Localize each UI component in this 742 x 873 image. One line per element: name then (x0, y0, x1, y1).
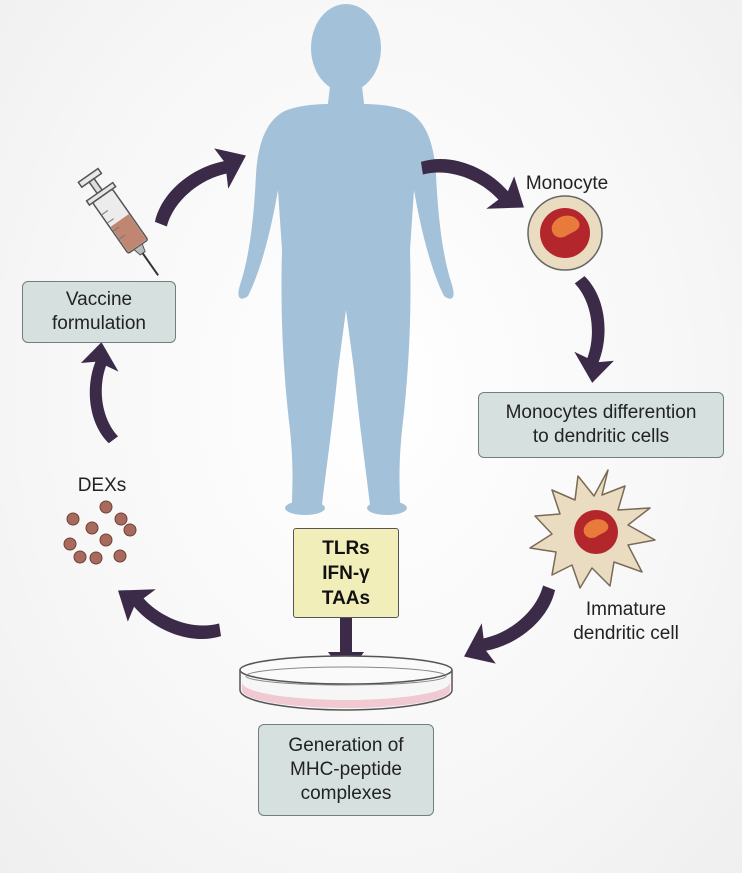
generation-box: Generation of MHC-peptide complexes (258, 724, 434, 816)
petri-dish-icon (239, 655, 453, 711)
monocyte-label: Monocyte (525, 173, 609, 194)
monocyte-cell-icon (527, 195, 603, 271)
exosome-cluster-icon (63, 500, 137, 565)
human-body-icon (238, 4, 454, 515)
arrow-monocyte-to-differentiation (571, 275, 617, 384)
arrow-dish-to-dexs (107, 571, 227, 666)
factors-box: TLRs IFN-γ TAAs (293, 528, 399, 618)
immature-dc-label: Immature dendritic cell (573, 599, 679, 644)
arrow-vaccine-to-body (137, 136, 257, 231)
arrow-dexs-to-vaccine (78, 341, 122, 444)
dexs-label: DEXs (77, 475, 127, 496)
immature-dendritic-cell-icon (529, 469, 656, 589)
syringe-icon (77, 167, 159, 276)
differentiation-box: Monocytes differention to dendritic cell… (478, 392, 724, 458)
vaccine-formulation-box: Vaccine formulation (22, 281, 176, 343)
